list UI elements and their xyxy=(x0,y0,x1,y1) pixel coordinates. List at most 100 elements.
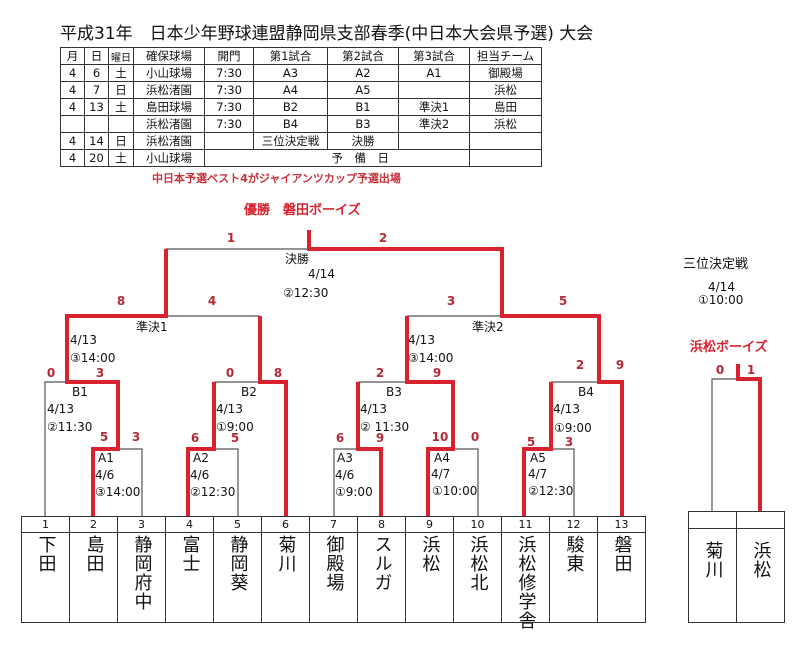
team-name: 駿東 xyxy=(563,535,585,573)
cell: 島田球場 xyxy=(133,98,205,116)
third-place-time: ①10:00 xyxy=(698,293,744,307)
a2-name: A2 xyxy=(193,451,209,465)
team-name: 静岡葵 xyxy=(227,535,249,592)
bracket-lines-winner xyxy=(65,230,762,516)
score: 0 xyxy=(715,363,725,377)
b4-time: ①9:00 xyxy=(554,421,592,435)
team-slot: 12 駿東 xyxy=(549,517,597,622)
a4-date: 4/7 xyxy=(431,467,451,481)
score: 5 xyxy=(99,430,109,444)
b3-time: ② 11:30 xyxy=(360,420,410,434)
team-number: 8 xyxy=(358,517,405,533)
score: 9 xyxy=(432,366,442,380)
score: 3 xyxy=(564,435,574,449)
cell: B2 xyxy=(253,98,328,116)
header-cell: 第3試合 xyxy=(398,47,470,65)
score: 0 xyxy=(225,366,235,380)
cell: 小山球場 xyxy=(133,149,205,167)
a4-name: A4 xyxy=(434,451,450,465)
score: 1 xyxy=(746,363,756,377)
team-number: 3 xyxy=(118,517,165,533)
a1-time: ③14:00 xyxy=(95,485,141,499)
cell: 浜松 xyxy=(469,81,542,99)
team-number-blank xyxy=(737,512,784,529)
a3-name: A3 xyxy=(337,451,353,465)
a2-date: 4/6 xyxy=(190,468,210,482)
score: 3 xyxy=(131,430,141,444)
reserve-day-cell: 予 備 日 xyxy=(204,149,470,167)
b1-name: B1 xyxy=(72,385,88,399)
score: 1 xyxy=(226,231,236,245)
b3-name: B3 xyxy=(386,385,402,399)
score: 5 xyxy=(558,294,568,308)
team-slot: 菊川 xyxy=(689,512,736,622)
team-name: 磐田 xyxy=(611,535,633,573)
team-number: 6 xyxy=(262,517,309,533)
score: 10 xyxy=(431,430,449,444)
team-slot: 4 富士 xyxy=(165,517,213,622)
semi2-date: 4/13 xyxy=(408,333,435,347)
team-slot: 7 御殿場 xyxy=(309,517,357,622)
team-name: 島田 xyxy=(83,535,105,573)
semi1-time: ③14:00 xyxy=(70,351,116,365)
team-name: 浜松北 xyxy=(467,535,489,592)
team-name: 菊川 xyxy=(702,541,724,579)
final-name: 決勝 xyxy=(285,252,310,266)
cell: 7:30 xyxy=(204,81,254,99)
team-number: 9 xyxy=(406,517,453,533)
qualification-note: 中日本予選ベスト4がジャイアンツカップ予選出場 xyxy=(152,172,401,185)
score: 5 xyxy=(230,431,240,445)
team-number: 10 xyxy=(454,517,501,533)
team-name: 浜松 xyxy=(419,535,441,573)
team-number: 7 xyxy=(310,517,357,533)
cell: B4 xyxy=(253,115,328,133)
team-name: 富士 xyxy=(179,535,201,573)
team-name: 浜松 xyxy=(750,541,772,579)
header-cell: 担当チーム xyxy=(469,47,542,65)
team-name: 浜松修学舎 xyxy=(515,535,537,630)
score: 9 xyxy=(375,431,385,445)
team-name: 御殿場 xyxy=(323,535,345,592)
third-place-name: 三位決定戦 xyxy=(683,257,749,272)
a3-time: ①9:00 xyxy=(335,485,373,499)
a1-date: 4/6 xyxy=(95,468,115,482)
score: 0 xyxy=(46,366,56,380)
a5-date: 4/7 xyxy=(528,467,548,481)
semi1-date: 4/13 xyxy=(70,333,97,347)
b4-name: B4 xyxy=(578,385,594,399)
team-number: 1 xyxy=(22,517,69,533)
a5-time: ②12:30 xyxy=(528,484,574,498)
cell xyxy=(469,149,542,167)
team-slot: 浜松 xyxy=(736,512,784,622)
score: 3 xyxy=(95,366,105,380)
semi1-name: 準決1 xyxy=(136,320,168,334)
team-number: 12 xyxy=(550,517,597,533)
score: 9 xyxy=(615,358,625,372)
header-cell: 開門 xyxy=(204,47,254,65)
score: 2 xyxy=(375,366,385,380)
champion-label: 優勝 磐田ボーイズ xyxy=(244,203,361,218)
cell: 浜松渚園 xyxy=(133,81,205,99)
score: 2 xyxy=(575,358,585,372)
bracket-lines-plain xyxy=(44,248,738,516)
score: 2 xyxy=(378,231,388,245)
b2-date: 4/13 xyxy=(216,402,243,416)
cell: 13 xyxy=(84,98,109,116)
b4-date: 4/13 xyxy=(553,402,580,416)
score: 6 xyxy=(190,431,200,445)
score: 3 xyxy=(446,294,456,308)
team-number: 4 xyxy=(166,517,213,533)
